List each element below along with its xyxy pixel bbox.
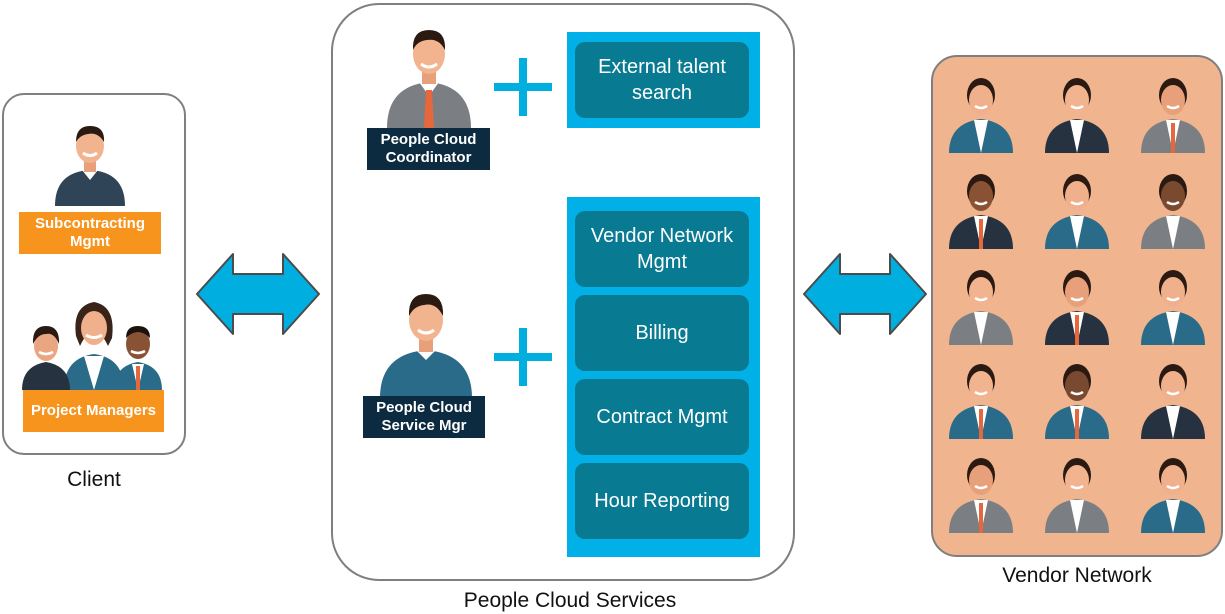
- double-arrow-right-icon: [803, 253, 927, 335]
- external-talent-search-box[interactable]: External talent search: [575, 42, 749, 118]
- coordinator-label: People Cloud Coordinator: [367, 128, 490, 170]
- vendor-person-icon: [949, 174, 1013, 249]
- vendor-person-icon: [949, 364, 1013, 439]
- coordinator-person-icon: [387, 30, 471, 128]
- external-talent-container: External talent search: [567, 32, 760, 128]
- vendor-person-icon: [1141, 270, 1205, 345]
- client-caption: Client: [67, 468, 121, 491]
- service-billing[interactable]: Billing: [575, 295, 749, 371]
- vendor-person-icon: [1045, 174, 1109, 249]
- project-managers-label: Project Managers: [23, 390, 164, 432]
- vendor-person-icon: [1045, 458, 1109, 533]
- people-cloud-panel: [331, 3, 795, 581]
- people-cloud-caption: People Cloud Services: [463, 589, 677, 612]
- vendor-person-icon: [949, 270, 1013, 345]
- subcontracting-label: Subcontracting Mgmt: [19, 212, 161, 254]
- client-panel: [2, 93, 186, 455]
- vendor-person-icon: [1141, 458, 1205, 533]
- double-arrow-left-icon: [196, 253, 320, 335]
- services-container: Vendor Network Mgmt Billing Contract Mgm…: [567, 197, 760, 557]
- project-managers-group-icon: [22, 302, 162, 390]
- service-mgr-person-icon: [380, 294, 472, 398]
- vendor-person-icon: [1141, 78, 1205, 153]
- vendor-person-icon: [1141, 174, 1205, 249]
- vendor-person-icon: [949, 78, 1013, 153]
- plus-icon-top: [494, 58, 552, 116]
- vendor-person-icon: [1141, 364, 1205, 439]
- service-hour-reporting[interactable]: Hour Reporting: [575, 463, 749, 539]
- service-contract-mgmt[interactable]: Contract Mgmt: [575, 379, 749, 455]
- vendor-person-icon: [1045, 364, 1109, 439]
- vendor-person-icon: [1045, 270, 1109, 345]
- vendor-network-caption: Vendor Network: [1002, 564, 1152, 587]
- service-mgr-label: People Cloud Service Mgr: [363, 396, 485, 438]
- client-person-icon: [55, 126, 125, 206]
- vendor-people-grid: [949, 78, 1205, 533]
- plus-icon-bottom: [494, 328, 552, 386]
- vendor-person-icon: [1045, 78, 1109, 153]
- service-vendor-network-mgmt[interactable]: Vendor Network Mgmt: [575, 211, 749, 287]
- vendor-person-icon: [949, 458, 1013, 533]
